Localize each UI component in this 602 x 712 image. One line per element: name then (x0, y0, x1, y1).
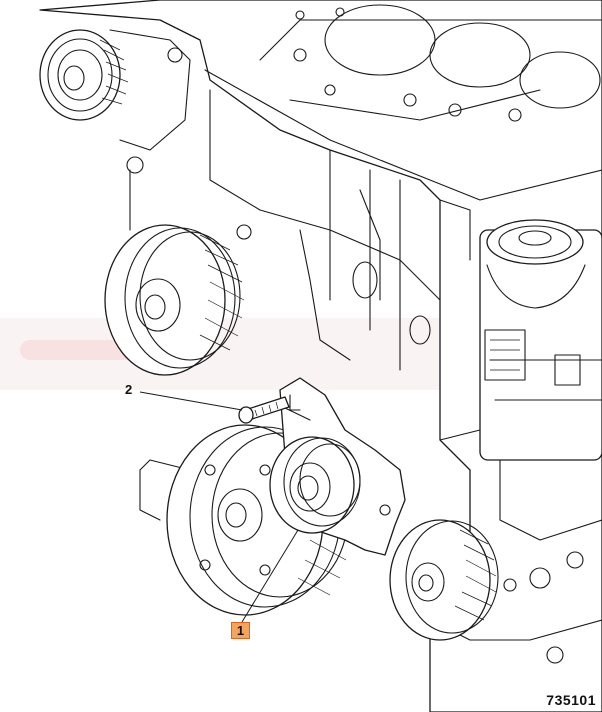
leader-lines (139, 391, 299, 623)
bolt (238, 396, 290, 424)
upper-pulley (39, 29, 191, 231)
water-pump-pulley (104, 224, 252, 376)
engine-block (39, 0, 602, 712)
callout-1: 1 (231, 622, 250, 639)
callout-2-label: 2 (125, 382, 133, 397)
oil-filter (479, 219, 602, 541)
figure-number: 735101 (546, 692, 596, 708)
callout-1-label: 1 (236, 623, 245, 638)
idler-pulley (389, 519, 499, 641)
tensioner-pulley (269, 377, 406, 556)
callout-2: 2 (125, 383, 132, 396)
